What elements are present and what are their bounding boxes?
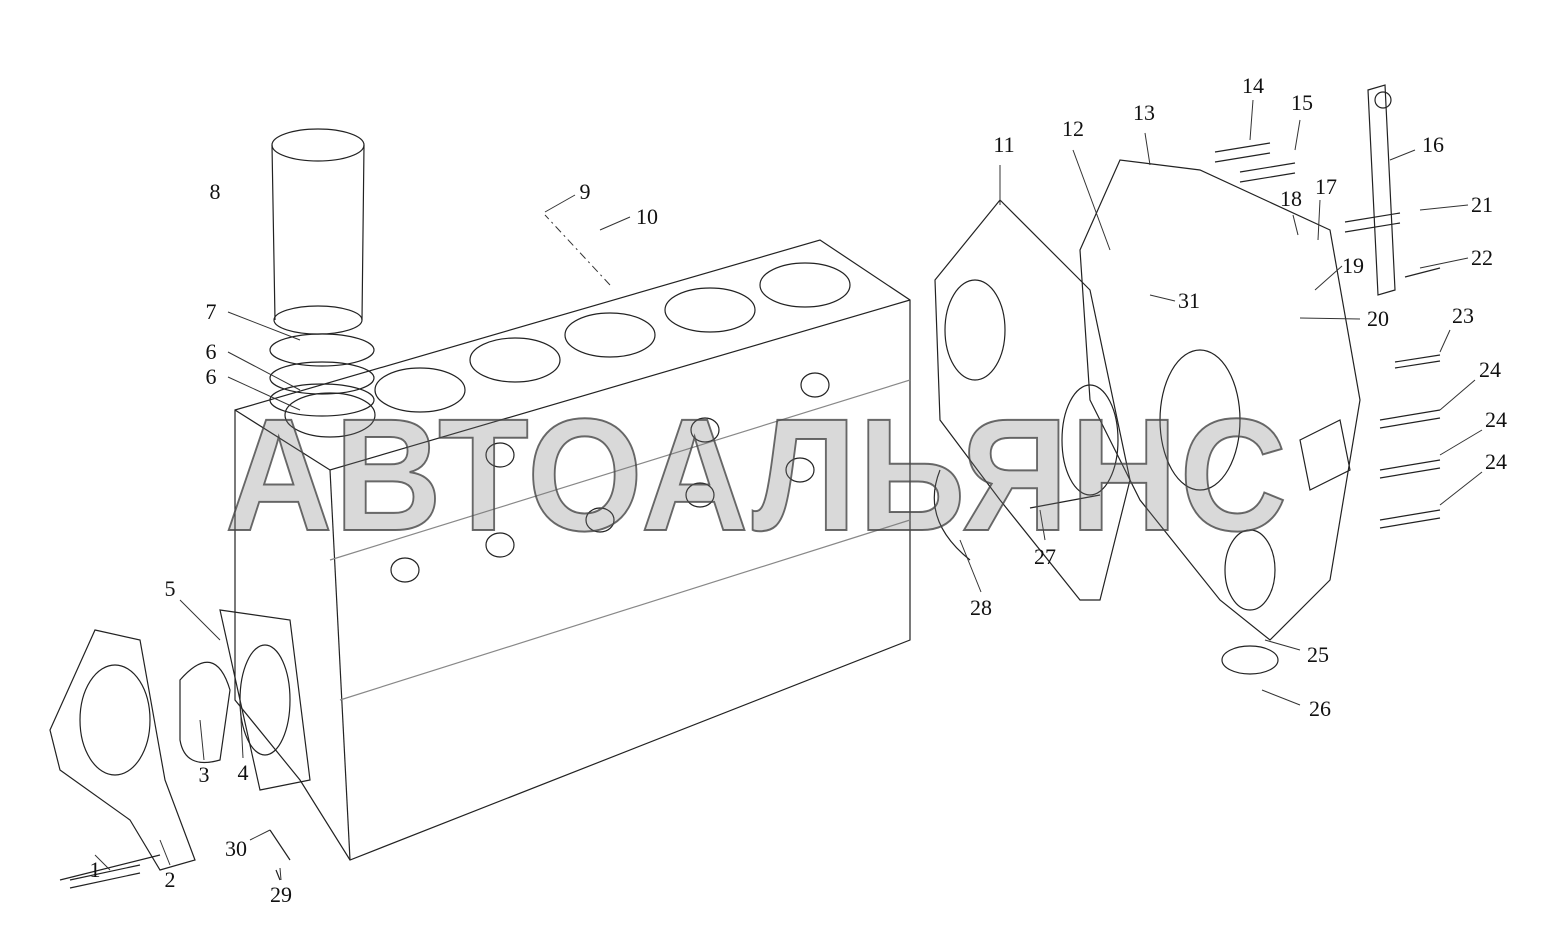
bolts [69,142,1441,889]
callout-24: 24 [1479,357,1501,382]
callout-6: 6 [205,339,217,364]
callout-5: 5 [164,576,176,601]
watermark: АВТОАЛЬЯНС [224,385,1289,564]
callout-22: 22 [1471,245,1493,270]
callout-6: 6 [205,364,217,389]
callout-24: 24 [1485,449,1507,474]
leader-lines [94,99,1483,881]
callout-25: 25 [1307,642,1329,667]
callout-21: 21 [1471,192,1493,217]
cylinder-block [234,239,911,861]
callout-13: 13 [1133,100,1155,125]
callout-9: 9 [579,179,591,204]
cylinder-liner [269,128,375,417]
callout-20: 20 [1367,306,1389,331]
rear-seal-housing [49,609,311,881]
callout-10: 10 [636,204,658,229]
callout-19: 19 [1342,253,1364,278]
callout-1: 1 [89,857,101,882]
callout-12: 12 [1062,116,1084,141]
callout-3: 3 [198,762,210,787]
front-cover [933,84,1396,675]
callout-16: 16 [1422,132,1444,157]
callout-2: 2 [164,867,176,892]
callout-8: 8 [209,179,221,204]
callout-11: 11 [993,132,1015,157]
callout-15: 15 [1291,90,1313,115]
callout-26: 26 [1309,696,1331,721]
callout-7: 7 [205,299,217,324]
callout-4: 4 [237,760,249,785]
callout-14: 14 [1242,73,1264,98]
callout-31: 31 [1178,288,1200,313]
callout-18: 18 [1280,186,1302,211]
callout-24: 24 [1485,407,1507,432]
gasket [934,199,1131,601]
callout-23: 23 [1452,303,1474,328]
callout-17: 17 [1315,174,1337,199]
callout-28: 28 [970,595,992,620]
callout-29: 29 [270,882,292,907]
callout-27: 27 [1034,544,1056,569]
callout-30: 30 [225,836,247,861]
